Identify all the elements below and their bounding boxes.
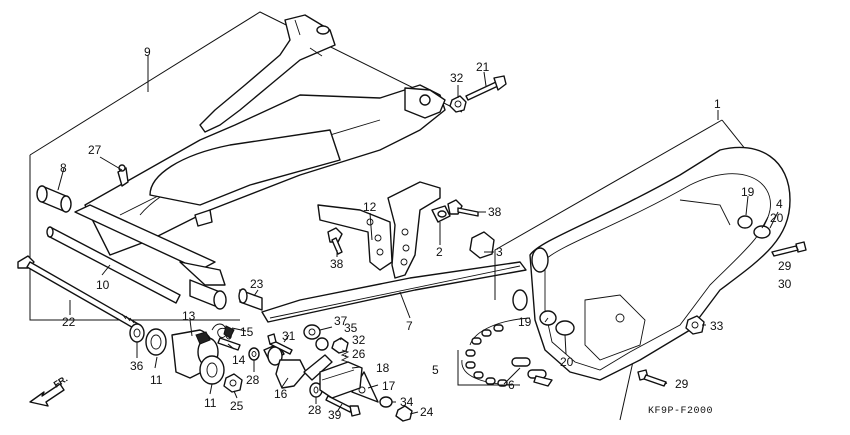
callout-4: 4 — [776, 197, 783, 211]
callout-22: 22 — [62, 315, 76, 329]
chain-guide-bar — [261, 261, 527, 323]
callout-14: 14 — [232, 353, 246, 367]
callout-20-left: 20 — [560, 355, 574, 369]
callout-29-lower: 29 — [675, 377, 689, 391]
swingarm — [74, 14, 446, 286]
bolt-38-right — [447, 199, 479, 217]
callout-19-left: 19 — [518, 315, 532, 329]
part-code: KF9P-F2000 — [648, 406, 713, 417]
bearing-11-right — [199, 355, 225, 385]
grease-fitting — [117, 164, 129, 187]
callout-20-right: 20 — [770, 211, 784, 225]
nut-25 — [223, 373, 243, 393]
callout-39: 39 — [328, 408, 342, 422]
chain-case — [512, 146, 791, 381]
callout-32-top: 32 — [450, 71, 464, 85]
callout-21: 21 — [476, 60, 490, 74]
callout-11-left: 11 — [150, 373, 163, 387]
callout-32-lower: 32 — [352, 333, 366, 347]
collar-23 — [238, 288, 263, 311]
grommet-19-right — [737, 215, 771, 239]
callout-17: 17 — [382, 379, 396, 393]
collar-35 — [315, 337, 329, 351]
callout-3: 3 — [496, 245, 503, 259]
bolt-39 — [325, 395, 361, 417]
washer-37 — [303, 324, 321, 340]
callout-28-lower: 28 — [308, 403, 322, 417]
washer-28-upper — [248, 347, 260, 361]
collar-34 — [379, 396, 393, 408]
callout-7: 7 — [406, 319, 413, 333]
bolt-31 — [267, 333, 293, 355]
bearing-11-left — [145, 328, 167, 356]
callout-10: 10 — [96, 278, 110, 292]
spring-15 — [211, 323, 235, 340]
callout-33: 33 — [710, 319, 724, 333]
bushing-upper — [36, 185, 72, 213]
nut-24 — [395, 405, 413, 422]
collar-2 — [431, 205, 451, 223]
callout-16: 16 — [274, 387, 288, 401]
callout-24: 24 — [420, 405, 434, 419]
slider-3 — [469, 231, 495, 259]
swingarm-group-outline — [29, 11, 463, 321]
callout-5: 5 — [432, 363, 439, 377]
drive-chain — [461, 317, 531, 387]
nut-33 — [685, 315, 705, 335]
bolt-38-left — [327, 227, 343, 255]
bearing-36 — [129, 323, 145, 343]
callout-37: 37 — [334, 314, 348, 328]
bushing-lower — [189, 279, 227, 310]
callout-25: 25 — [230, 399, 244, 413]
pin-14 — [217, 337, 241, 351]
callout-19-right: 19 — [741, 185, 755, 199]
callout-26: 26 — [352, 347, 366, 361]
nut-32-top — [449, 95, 467, 113]
bolt-29-right — [771, 241, 807, 257]
master-link — [511, 357, 553, 387]
front-direction-arrow: FR. — [29, 374, 70, 407]
callout-12: 12 — [363, 200, 377, 214]
callout-2: 2 — [436, 245, 443, 259]
callout-8-upper: 8 — [60, 161, 67, 175]
direction-label: FR. — [52, 374, 70, 390]
leader-lines — [57, 55, 779, 415]
bracket-12 — [317, 181, 441, 279]
callout-31: 31 — [282, 329, 296, 343]
callout-13: 13 — [182, 309, 196, 323]
callout-labels: 1 2 3 4 5 6 7 8 9 10 11 11 12 13 14 15 1… — [60, 45, 792, 422]
callout-34: 34 — [400, 395, 414, 409]
callout-1: 1 — [714, 97, 721, 111]
callout-38-right: 38 — [488, 205, 502, 219]
pivot-shaft — [46, 226, 181, 304]
callout-36: 36 — [130, 359, 144, 373]
bolt-29-lower — [637, 369, 667, 387]
bolt-21 — [465, 75, 507, 101]
callout-28-upper: 28 — [246, 373, 260, 387]
callout-27: 27 — [88, 143, 102, 157]
slider-18 — [319, 361, 363, 399]
callout-11-right: 11 — [204, 396, 217, 410]
callout-23: 23 — [250, 277, 264, 291]
callout-18: 18 — [376, 361, 390, 375]
callout-35: 35 — [344, 321, 358, 335]
callout-9: 9 — [144, 45, 151, 59]
callout-6: 6 — [508, 378, 515, 392]
callout-30: 30 — [778, 277, 792, 291]
callout-15: 15 — [240, 325, 254, 339]
callout-38-left: 38 — [330, 257, 344, 271]
callout-29-right: 29 — [778, 259, 792, 273]
